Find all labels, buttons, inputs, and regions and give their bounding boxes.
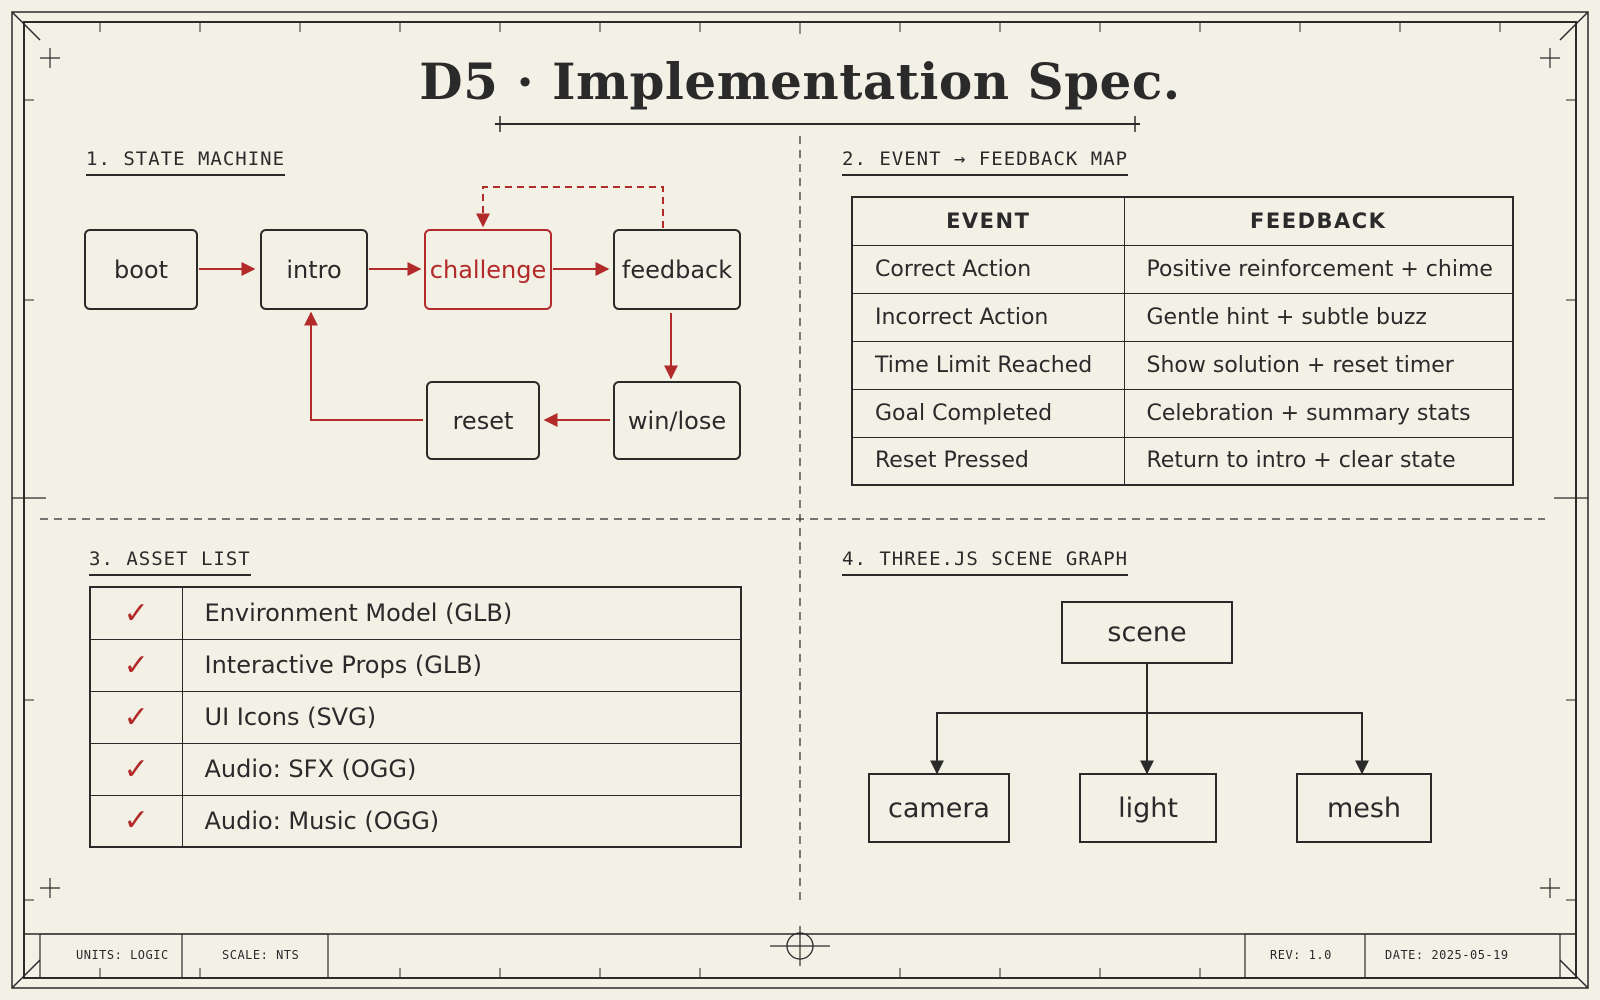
page-title: D5 · Implementation Spec. — [419, 52, 1181, 111]
asset-label: UI Icons (SVG) — [181, 690, 742, 744]
list-item: ✓ Environment Model (GLB) — [89, 586, 742, 640]
event-cell: Reset Pressed — [851, 436, 1125, 486]
feedback-cell: Celebration + summary stats — [1123, 388, 1514, 438]
title-block-date: DATE: 2025-05-19 — [1385, 948, 1509, 962]
asset-label: Audio: SFX (OGG) — [181, 742, 742, 796]
check-icon: ✓ — [89, 794, 183, 848]
scene-node-mesh: mesh — [1296, 773, 1432, 843]
event-feedback-table: EVENT FEEDBACK Correct Action Positive r… — [851, 196, 1514, 486]
table-row: Correct Action Positive reinforcement + … — [851, 244, 1514, 294]
arrow-reset-intro — [304, 311, 423, 421]
table-row: Goal Completed Celebration + summary sta… — [851, 388, 1514, 438]
state-reset: reset — [426, 381, 540, 460]
list-item: ✓ Audio: Music (OGG) — [89, 794, 742, 848]
list-item: ✓ UI Icons (SVG) — [89, 690, 742, 744]
edge-scene-mesh — [936, 712, 1369, 775]
section-title-event-map: 2. EVENT → FEEDBACK MAP — [842, 148, 1129, 176]
check-icon: ✓ — [89, 690, 183, 744]
table-row: Time Limit Reached Show solution + reset… — [851, 340, 1514, 390]
state-challenge-active: challenge — [424, 229, 552, 310]
asset-label: Audio: Music (OGG) — [181, 794, 742, 848]
table-row: Reset Pressed Return to intro + clear st… — [851, 436, 1514, 486]
column-header-feedback: FEEDBACK — [1123, 196, 1514, 246]
list-item: ✓ Audio: SFX (OGG) — [89, 742, 742, 796]
feedback-cell: Gentle hint + subtle buzz — [1123, 292, 1514, 342]
state-intro: intro — [260, 229, 368, 310]
table-row: Incorrect Action Gentle hint + subtle bu… — [851, 292, 1514, 342]
event-cell: Correct Action — [851, 244, 1125, 294]
arrow-feedback-challenge-loop — [476, 186, 664, 228]
asset-list-table: ✓ Environment Model (GLB) ✓ Interactive … — [89, 586, 742, 848]
check-icon: ✓ — [89, 638, 183, 692]
section-title-asset-list: 3. ASSET LIST — [89, 548, 251, 576]
event-cell: Goal Completed — [851, 388, 1125, 438]
asset-label: Environment Model (GLB) — [181, 586, 742, 640]
feedback-cell: Positive reinforcement + chime — [1123, 244, 1514, 294]
table-header-row: EVENT FEEDBACK — [851, 196, 1514, 246]
title-block-rev: REV: 1.0 — [1270, 948, 1332, 962]
column-header-event: EVENT — [851, 196, 1125, 246]
check-icon: ✓ — [89, 586, 183, 640]
state-feedback: feedback — [613, 229, 741, 310]
section-title-scene-graph: 4. THREE.JS SCENE GRAPH — [842, 548, 1129, 576]
scene-node-light: light — [1079, 773, 1217, 843]
title-block-units: UNITS: LOGIC — [76, 948, 169, 962]
list-item: ✓ Interactive Props (GLB) — [89, 638, 742, 692]
title-block-scale: SCALE: NTS — [222, 948, 300, 962]
check-icon: ✓ — [89, 742, 183, 796]
feedback-cell: Show solution + reset timer — [1123, 340, 1514, 390]
asset-label: Interactive Props (GLB) — [181, 638, 742, 692]
event-cell: Time Limit Reached — [851, 340, 1125, 390]
event-cell: Incorrect Action — [851, 292, 1125, 342]
scene-node-root: scene — [1061, 601, 1233, 664]
section-title-state-machine: 1. STATE MACHINE — [86, 148, 286, 176]
state-boot: boot — [84, 229, 198, 310]
scene-node-camera: camera — [868, 773, 1010, 843]
state-win-lose: win/lose — [613, 381, 741, 460]
feedback-cell: Return to intro + clear state — [1123, 436, 1514, 486]
